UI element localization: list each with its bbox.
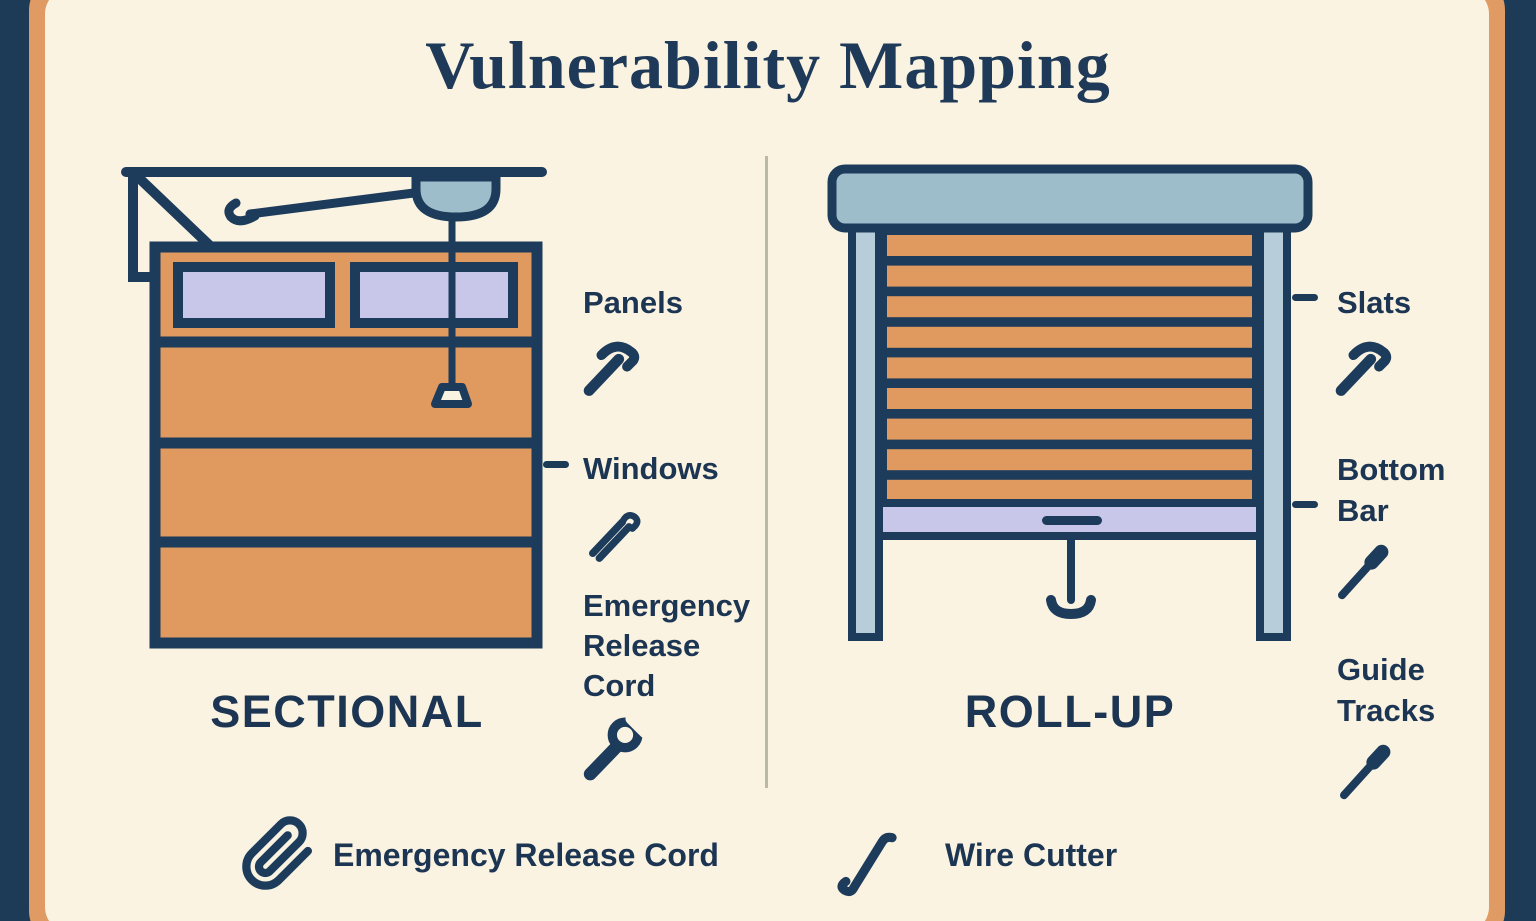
rollup-name: ROLL-UP — [964, 686, 1176, 737]
windows-tick — [543, 461, 569, 468]
rollup-door-diagram — [827, 164, 1313, 641]
slats-tick — [1292, 294, 1318, 301]
hammer-icon — [1335, 341, 1392, 396]
section-divider — [765, 156, 768, 788]
sectional-door-diagram — [121, 167, 547, 649]
pull-cord — [1046, 532, 1096, 620]
wire-cutter-icon — [837, 832, 897, 897]
panel-seams — [149, 336, 543, 548]
screwdriver-icon — [1340, 744, 1391, 800]
legend-emergency-release-cord: Emergency Release Cord — [333, 837, 719, 873]
legend-wire-cutter: Wire Cutter — [945, 837, 1118, 873]
sectional-name: SECTIONAL — [210, 686, 484, 737]
wrench-icon — [583, 713, 651, 781]
label-emergency-release-cord: Emergency Release Cord — [583, 588, 751, 703]
label-panels: Panels — [583, 285, 683, 320]
release-cord — [431, 213, 472, 408]
pliers-icon — [589, 512, 641, 562]
slat-curtain — [879, 228, 1260, 503]
label-bottom-bar: Bottom Bar — [1337, 452, 1446, 528]
label-slats: Slats — [1337, 285, 1412, 320]
page-title: Vulnerability Mapping — [425, 27, 1111, 103]
guide-track-right — [1256, 218, 1291, 641]
roll-housing — [827, 164, 1313, 233]
hammer-icon — [583, 341, 640, 396]
guide-track-left — [848, 218, 883, 641]
label-windows: Windows — [583, 451, 719, 486]
garage-opener — [411, 172, 501, 222]
window-left — [173, 262, 335, 328]
window-right — [350, 262, 518, 328]
bottom-bar — [875, 499, 1264, 540]
bottom-bar-tick — [1292, 501, 1318, 508]
screwdriver-icon — [1338, 544, 1389, 600]
paperclip-icon — [242, 816, 313, 890]
label-guide-tracks: Guide Tracks — [1337, 652, 1436, 728]
